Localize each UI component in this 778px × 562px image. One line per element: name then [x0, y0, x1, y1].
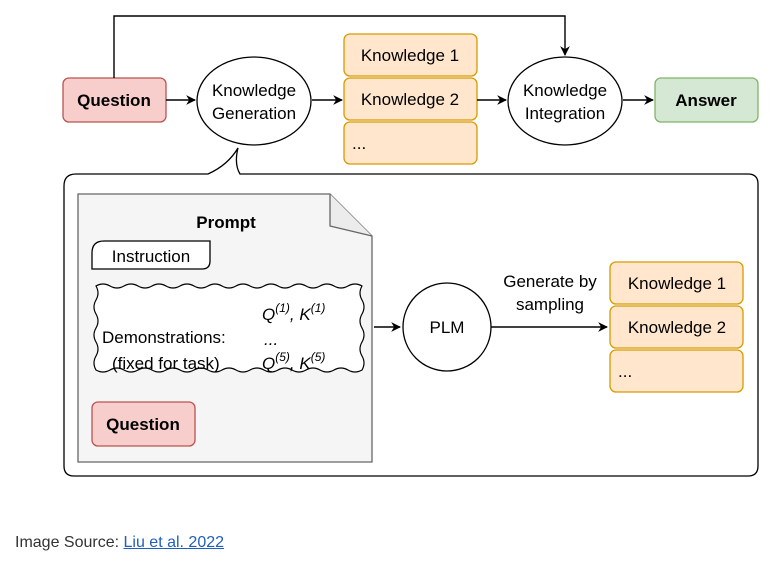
knowledge-integration-node: Knowledge Integration — [507, 56, 623, 146]
instruction-tag: Instruction — [91, 240, 211, 270]
plm-label: PLM — [430, 318, 465, 337]
prompt-question-box: Question — [91, 401, 196, 447]
demo-ellipsis: ... — [264, 330, 278, 349]
bottom-knowledge-ellipsis: ... — [618, 362, 632, 381]
instruction-label: Instruction — [112, 247, 190, 266]
top-arrows — [113, 15, 654, 105]
generate-label-line2: sampling — [516, 295, 584, 314]
demonstrations-note: (fixed for task) — [112, 354, 220, 373]
knowledge-generation-line2: Generation — [212, 104, 296, 123]
plm-node: PLM — [402, 282, 492, 372]
svg-text:Q(1), K(1): Q(1), K(1) — [262, 301, 325, 324]
arrow-question-bypass — [113, 15, 570, 78]
top-knowledge-stack: Knowledge 1 Knowledge 2 ... — [343, 33, 478, 165]
knowledge-generation-line1: Knowledge — [212, 81, 296, 100]
prompt-question-label: Question — [106, 415, 180, 434]
top-knowledge-2: Knowledge 2 — [361, 90, 459, 109]
question-label: Question — [77, 91, 151, 110]
caption-prefix: Image Source: — [15, 534, 124, 551]
source-link[interactable]: Liu et al. 2022 — [123, 534, 225, 551]
demo-pair-1: Q(1), K(1) — [262, 301, 325, 324]
demo-pair-5: Q(5), K(5) — [262, 350, 325, 373]
bottom-knowledge-1: Knowledge 1 — [628, 274, 726, 293]
knowledge-generation-node: Knowledge Generation — [196, 56, 312, 146]
bottom-knowledge-2: Knowledge 2 — [628, 318, 726, 337]
answer-box: Answer — [654, 77, 759, 123]
image-source-caption: Image Source: Liu et al. 2022 — [15, 534, 224, 552]
top-knowledge-ellipsis: ... — [352, 134, 366, 153]
answer-label: Answer — [675, 91, 737, 110]
demonstrations-label: Demonstrations: — [102, 328, 226, 347]
bottom-knowledge-stack: Knowledge 1 Knowledge 2 ... — [609, 261, 744, 393]
svg-text:Q(5), K(5): Q(5), K(5) — [262, 350, 325, 373]
top-knowledge-1: Knowledge 1 — [361, 46, 459, 65]
knowledge-integration-line2: Integration — [525, 104, 605, 123]
prompt-title: Prompt — [196, 213, 256, 232]
knowledge-generation-diagram: Question Knowledge Generation Knowledge … — [62, 15, 759, 477]
generate-label: Generate by sampling — [503, 272, 597, 314]
demonstrations-box: Demonstrations: (fixed for task) Q(1), K… — [93, 283, 365, 373]
knowledge-integration-line1: Knowledge — [523, 81, 607, 100]
question-box: Question — [62, 77, 167, 123]
generate-label-line1: Generate by — [503, 272, 597, 291]
